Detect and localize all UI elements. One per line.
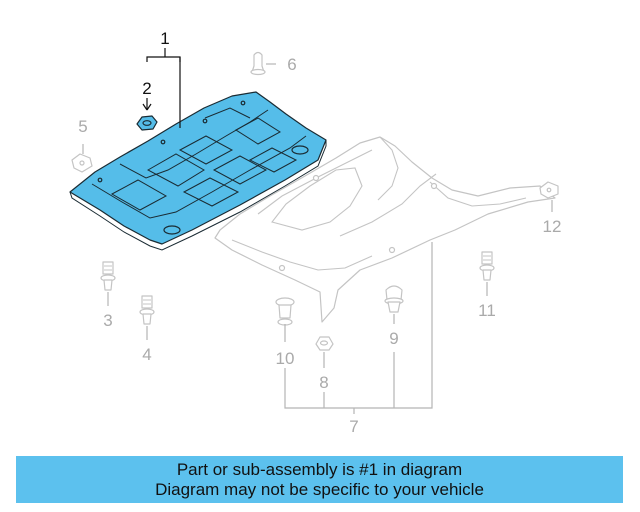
grommet-part-9[interactable] bbox=[384, 285, 404, 313]
banner-line-2: Diagram may not be specific to your vehi… bbox=[155, 479, 484, 499]
callout-8: 8 bbox=[319, 373, 328, 392]
info-banner: Part or sub-assembly is #1 in diagram Di… bbox=[16, 456, 623, 503]
callout-12: 12 bbox=[543, 217, 562, 236]
rear-undercover-outline bbox=[214, 136, 556, 323]
bolt-part-3[interactable] bbox=[100, 261, 116, 291]
callout-1: 1 bbox=[160, 29, 169, 48]
callout-9: 9 bbox=[389, 329, 398, 348]
callout-11: 11 bbox=[478, 301, 496, 320]
callout-3: 3 bbox=[103, 311, 112, 330]
bolt-part-11[interactable] bbox=[479, 251, 495, 281]
callout-2: 2 bbox=[142, 79, 151, 98]
bolt-part-4[interactable] bbox=[139, 295, 155, 325]
clip-part-6[interactable] bbox=[250, 51, 266, 76]
parts-diagram: 1 2 3 4 5 6 7 8 9 10 11 12 bbox=[69, 29, 561, 436]
bracket-part-5[interactable] bbox=[71, 153, 93, 173]
nut-part-2[interactable] bbox=[136, 115, 158, 131]
callout-6: 6 bbox=[287, 55, 296, 74]
callout-5: 5 bbox=[78, 117, 87, 136]
clip-part-10[interactable] bbox=[275, 297, 295, 326]
callout-7: 7 bbox=[349, 417, 358, 436]
front-undercover-panel[interactable] bbox=[69, 91, 327, 251]
bracket-part-12[interactable] bbox=[539, 181, 559, 199]
nut-part-8[interactable] bbox=[315, 336, 334, 351]
callout-4: 4 bbox=[142, 345, 151, 364]
leader-lines bbox=[82, 48, 553, 414]
callout-10: 10 bbox=[276, 349, 295, 368]
banner-line-1: Part or sub-assembly is #1 in diagram bbox=[176, 459, 463, 479]
callout-labels: 1 2 3 4 5 6 7 8 9 10 11 12 bbox=[78, 29, 561, 436]
